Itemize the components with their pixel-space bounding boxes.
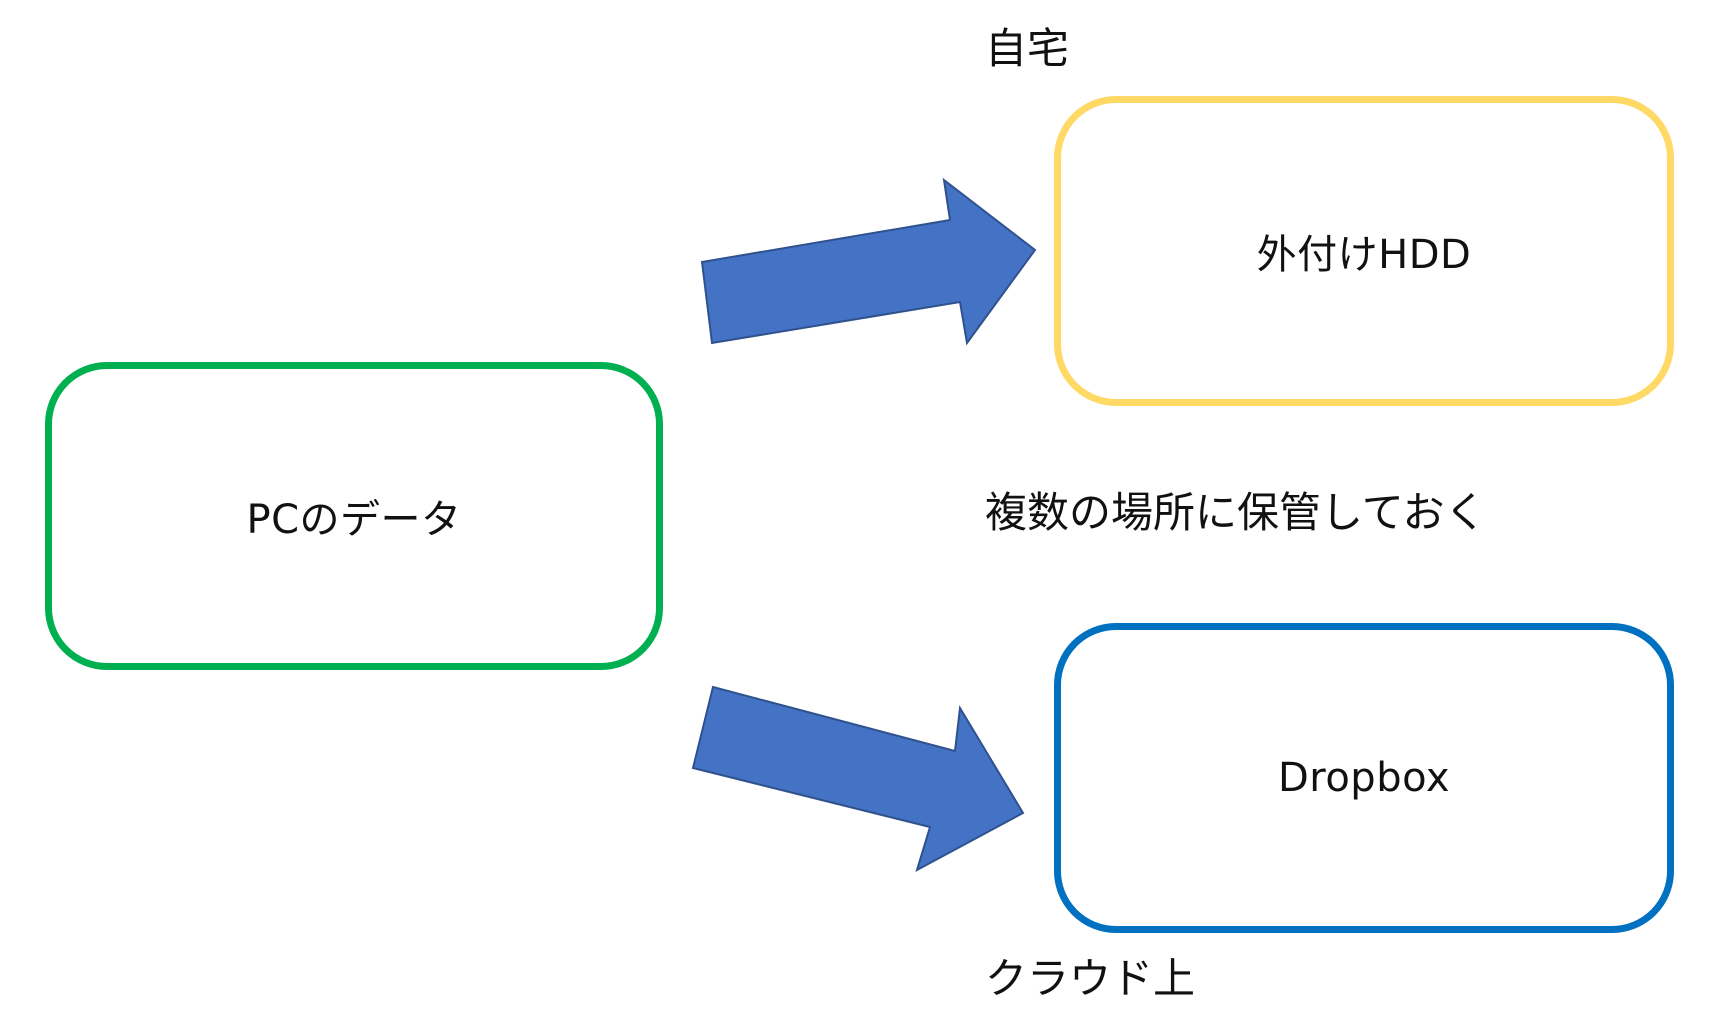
- multiple-locations-caption: 複数の場所に保管しておく: [985, 488, 1487, 537]
- dropbox-box: Dropbox: [1054, 623, 1674, 933]
- pc-data-box: PCのデータ: [45, 362, 663, 670]
- external-hdd-box: 外付けHDD: [1054, 96, 1674, 406]
- cloud-location-label: クラウド上: [985, 954, 1196, 1003]
- home-location-label: 自宅: [985, 24, 1070, 73]
- arrow-to-cloud: [691, 685, 1025, 873]
- pc-data-label: PCのデータ: [246, 497, 462, 543]
- dropbox-label: Dropbox: [1277, 755, 1451, 801]
- arrow-to-hdd: [700, 177, 1037, 346]
- external-hdd-label: 外付けHDD: [1256, 232, 1472, 278]
